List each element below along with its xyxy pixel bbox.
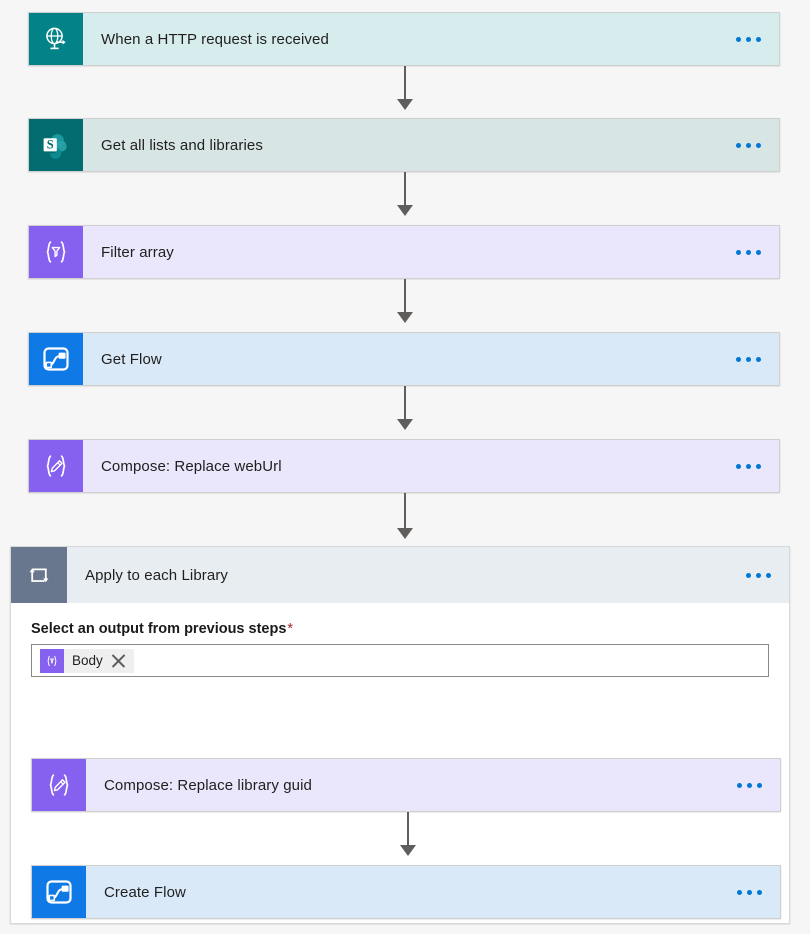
flow-step-create-flow[interactable]: Create Flow: [31, 865, 781, 919]
flow-step-menu-button[interactable]: [718, 866, 780, 918]
flow-step-get-flow[interactable]: Get Flow: [28, 332, 780, 386]
flow-step-menu-button[interactable]: [717, 440, 779, 492]
required-marker: *: [287, 621, 294, 637]
scope-title: Apply to each Library: [85, 566, 229, 584]
scope-apply-to-each-library[interactable]: Apply to each Library Select an output f…: [10, 546, 790, 924]
token-chip[interactable]: Body: [40, 648, 134, 673]
flow-step-title: Create Flow: [104, 883, 186, 901]
token-label: Body: [72, 653, 103, 668]
flow-step-menu-button[interactable]: [717, 119, 779, 171]
connector-arrow: [396, 493, 414, 539]
flow-step-title: Compose: Replace library guid: [104, 776, 312, 794]
scope-menu-button[interactable]: [727, 547, 789, 603]
flow-step-filter-array[interactable]: Filter array: [28, 225, 780, 279]
sharepoint-icon: S: [29, 119, 83, 171]
scope-body: Select an output from previous steps* Bo…: [11, 603, 789, 923]
power-automate-icon: [29, 333, 83, 385]
flow-step-menu-button[interactable]: [717, 333, 779, 385]
flow-step-title: When a HTTP request is received: [101, 30, 329, 48]
connector-arrow: [396, 279, 414, 323]
compose-icon: [32, 759, 86, 811]
remove-token-icon[interactable]: [110, 652, 127, 669]
filter-array-icon: [29, 226, 83, 278]
flow-step-http-trigger[interactable]: When a HTTP request is received: [28, 12, 780, 66]
svg-text:S: S: [47, 137, 54, 151]
flow-step-title: Compose: Replace webUrl: [101, 457, 282, 475]
flow-step-title: Get all lists and libraries: [101, 136, 263, 154]
loop-icon: [11, 547, 67, 603]
flow-step-get-all-lists[interactable]: S Get all lists and libraries: [28, 118, 780, 172]
flow-step-menu-button[interactable]: [718, 759, 780, 811]
flow-step-menu-button[interactable]: [717, 226, 779, 278]
select-output-label: Select an output from previous steps*: [31, 621, 769, 637]
select-output-label-text: Select an output from previous steps: [31, 621, 287, 637]
filter-array-token-icon: [40, 648, 64, 673]
connector-arrow: [399, 812, 417, 856]
flow-step-menu-button[interactable]: [717, 13, 779, 65]
flow-step-title: Filter array: [101, 243, 174, 261]
power-automate-icon: [32, 866, 86, 918]
connector-arrow: [396, 66, 414, 110]
scope-header[interactable]: Apply to each Library: [11, 547, 789, 603]
flow-step-compose-replace-library-guid[interactable]: Compose: Replace library guid: [31, 758, 781, 812]
select-output-input[interactable]: Body: [31, 644, 769, 677]
flow-step-compose-replace-weburl[interactable]: Compose: Replace webUrl: [28, 439, 780, 493]
compose-icon: [29, 440, 83, 492]
http-request-icon: [29, 13, 83, 65]
connector-arrow: [396, 386, 414, 430]
flow-step-title: Get Flow: [101, 350, 162, 368]
connector-arrow: [396, 172, 414, 216]
